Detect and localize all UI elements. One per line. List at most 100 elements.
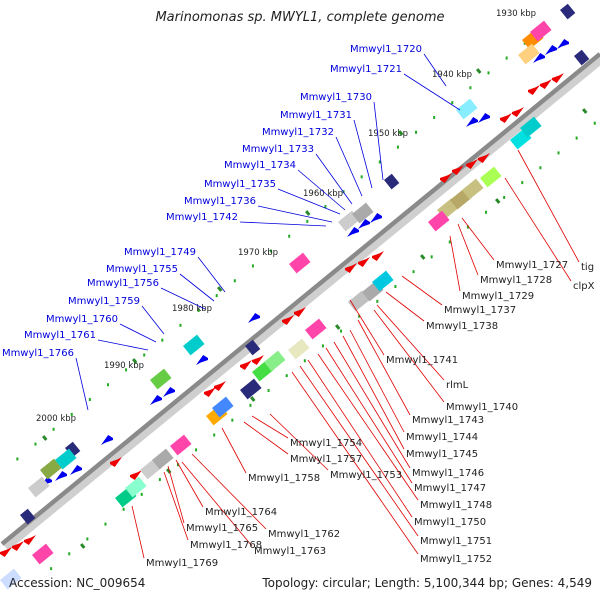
- ruler-dot: [358, 314, 361, 318]
- ruler-dot: [50, 567, 53, 571]
- gene-feature-box: [211, 396, 234, 418]
- ruler-dot: [503, 195, 506, 199]
- ruler-dot: [396, 145, 399, 149]
- genome-summary-text: Topology: circular; Length: 5,100,344 bp…: [262, 576, 592, 590]
- gene-tick: [397, 130, 404, 136]
- gene-feature-box: [530, 20, 552, 42]
- gene-tick: [476, 68, 482, 74]
- minus-gene-block: [560, 3, 576, 20]
- gene-feature-box: [372, 270, 394, 292]
- plus-gene-arrow: [512, 107, 524, 117]
- minus-leader-line: [315, 153, 353, 205]
- plus-gene-label: Mmwyl1_1727: [496, 260, 568, 271]
- plus-gene-arrow: [282, 315, 294, 325]
- gene-feature-box: [480, 166, 502, 188]
- gene-feature-box: [54, 448, 77, 470]
- genome-backbone: [0, 52, 600, 546]
- plus-gene-label: Mmwyl1_1752: [420, 554, 492, 565]
- ruler-dot: [52, 427, 55, 431]
- ruler-dot: [466, 225, 469, 229]
- gene-tick: [80, 543, 86, 549]
- gene-feature-box: [169, 434, 192, 456]
- plus-gene-label: rlmL: [446, 380, 469, 391]
- plus-gene-label: Mmwyl1_1747: [414, 483, 486, 494]
- plus-gene-label: Mmwyl1_1745: [406, 449, 478, 460]
- plus-gene-label: Mmwyl1_1769: [146, 558, 218, 569]
- plus-leader-line: [317, 353, 419, 501]
- minus-gene-block: [65, 441, 81, 458]
- minus-gene-block: [384, 173, 400, 190]
- ruler-dot: [415, 130, 418, 134]
- plus-leader-line: [401, 275, 443, 306]
- minus-gene-label: Mmwyl1_1732: [262, 127, 334, 138]
- minus-gene-label: Mmwyl1_1734: [224, 160, 296, 171]
- plus-leader-line: [357, 319, 411, 416]
- minus-leader-line: [257, 205, 333, 223]
- minus-gene-label: Mmwyl1_1766: [2, 348, 74, 359]
- plus-leader-line: [376, 304, 445, 381]
- plus-gene-label: Mmwyl1_1737: [444, 305, 516, 316]
- plus-gene-label: Mmwyl1_1741: [386, 355, 458, 366]
- ruler-dot: [267, 388, 270, 392]
- gene-feature-box: [289, 252, 311, 274]
- minus-leader-line: [97, 339, 149, 351]
- plus-gene-label: Mmwyl1_1758: [248, 473, 320, 484]
- plus-gene-arrow: [466, 159, 478, 169]
- gene-tick: [42, 435, 48, 441]
- minus-leader-line: [239, 221, 327, 227]
- minus-leader-line: [403, 73, 461, 111]
- ruler-dot: [285, 374, 288, 378]
- plus-leader-line: [461, 217, 495, 261]
- plus-strand-labels: tigclpXMmwyl1_1727Mmwyl1_1728Mmwyl1_1729…: [146, 260, 595, 569]
- ruler-dot: [68, 552, 71, 556]
- gene-feature-box: [462, 178, 484, 200]
- plus-leader-line: [342, 335, 405, 450]
- map-title: Marinomonas sp. MWYL1, complete genome: [155, 10, 445, 25]
- plus-leader-line: [221, 427, 247, 474]
- ruler-dot: [158, 478, 161, 482]
- gene-feature-box: [32, 543, 54, 565]
- minus-gene-arrow: [101, 435, 113, 445]
- ruler-dot: [249, 403, 252, 407]
- ruler-dot: [86, 537, 89, 541]
- plus-gene-arrow: [358, 257, 370, 267]
- ruler-dot: [539, 166, 542, 170]
- gene-feature-box: [428, 210, 450, 232]
- gene-feature-box: [150, 368, 172, 390]
- ruler-dot: [376, 299, 379, 303]
- gene-feature-box: [151, 448, 174, 470]
- plus-leader-line: [349, 329, 405, 433]
- plus-gene-label: Mmwyl1_1748: [420, 500, 492, 511]
- kbp-tick-label: 1960 kbp: [303, 189, 343, 199]
- minus-gene-label: Mmwyl1_1720: [350, 44, 422, 55]
- ruler-dot: [505, 56, 508, 60]
- plus-leader-line: [191, 453, 267, 530]
- plus-gene-arrow: [440, 173, 452, 183]
- minus-gene-arrow: [478, 113, 490, 123]
- plus-leader-line: [131, 505, 145, 559]
- gene-tick: [495, 198, 501, 204]
- plus-leader-line: [299, 365, 419, 537]
- kbp-tick-label: 1950 kbp: [368, 129, 408, 139]
- ruler-dot: [451, 101, 454, 105]
- plus-gene-label: Mmwyl1_1728: [480, 275, 552, 286]
- minus-gene-arrow: [347, 227, 359, 237]
- kbp-tick-label: 1980 kbp: [172, 304, 212, 314]
- plus-gene-label: Mmwyl1_1763: [254, 546, 326, 557]
- minus-gene-arrow: [196, 355, 208, 365]
- kbp-tick-label: 1970 kbp: [238, 248, 278, 258]
- plus-leader-line: [181, 461, 253, 547]
- ruler-dot: [321, 344, 324, 348]
- plus-gene-arrow: [214, 381, 226, 391]
- minus-gene-label: Mmwyl1_1759: [68, 296, 140, 307]
- ruler-dot: [485, 210, 488, 214]
- gene-feature-box: [27, 476, 50, 498]
- plus-gene-arrow: [110, 457, 122, 467]
- minus-gene-arrow: [248, 313, 260, 323]
- ruler-dot: [195, 448, 198, 452]
- plus-gene-label: Mmwyl1_1765: [186, 523, 258, 534]
- ruler-dot: [521, 181, 524, 185]
- ruler-dot: [104, 522, 107, 526]
- plus-gene-label: Mmwyl1_1740: [446, 402, 518, 413]
- plus-leader-line: [517, 149, 580, 263]
